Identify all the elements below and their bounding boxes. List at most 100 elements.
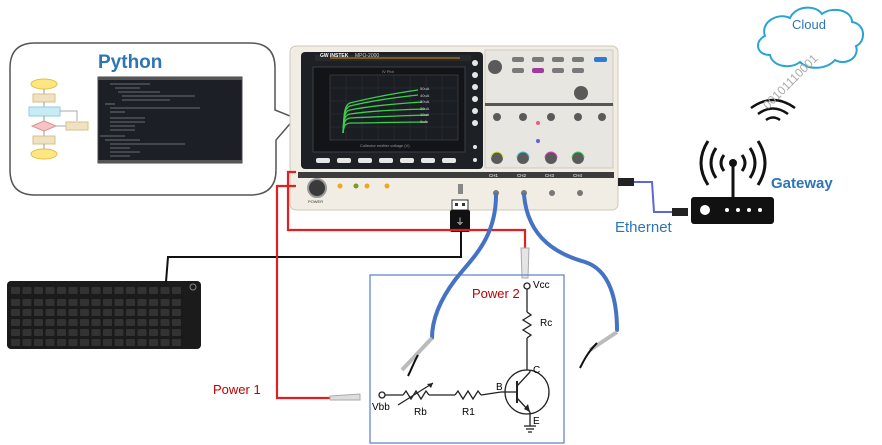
keyboard-key	[160, 319, 170, 326]
keyboard-key	[11, 339, 20, 346]
keyboard-key	[126, 339, 135, 346]
keyboard-key	[34, 309, 43, 316]
curve-label: 30uA	[420, 99, 430, 105]
curve-label: 50uA	[420, 86, 430, 91]
keyboard-icon	[7, 281, 201, 349]
screen-title: IV Plot	[382, 69, 394, 74]
keyboard-key	[34, 329, 43, 336]
cloud-label: Cloud	[792, 17, 826, 32]
keyboard-key	[103, 339, 112, 346]
keyboard-key	[137, 309, 147, 316]
keyboard-key	[80, 287, 89, 294]
keyboard-key	[68, 287, 78, 294]
keyboard-key	[103, 309, 112, 316]
keyboard-key	[68, 339, 78, 346]
keyboard-key	[68, 319, 78, 326]
keyboard-key	[34, 299, 43, 306]
keyboard-key	[22, 339, 32, 346]
keyboard-key	[114, 299, 124, 306]
keyboard-key	[80, 329, 89, 336]
wifi-signal-icon	[750, 98, 796, 122]
keyboard-key	[22, 319, 32, 326]
keyboard-key	[34, 339, 43, 346]
keyboard-key	[103, 299, 112, 306]
keyboard-key	[91, 329, 101, 336]
keyboard-key	[149, 299, 158, 306]
keyboard-key	[11, 319, 20, 326]
keyboard-key	[91, 299, 101, 306]
probe-tip-ch2	[579, 330, 619, 369]
flowchart-icon	[28, 78, 89, 160]
keyboard-key	[160, 287, 170, 294]
keyboard-key	[80, 299, 89, 306]
base-label: B	[496, 382, 503, 393]
keyboard-key	[160, 329, 170, 336]
channel-label-ch2: CH2	[517, 173, 527, 178]
keyboard-key	[172, 309, 181, 316]
keyboard-key	[103, 319, 112, 326]
keyboard-key	[45, 309, 55, 316]
keyboard-key	[114, 339, 124, 346]
keyboard-key	[57, 329, 66, 336]
keyboard-key	[80, 339, 89, 346]
power-button-label[interactable]: POWER	[308, 199, 324, 204]
keyboard-key	[114, 319, 124, 326]
gateway-label: Gateway	[771, 175, 833, 192]
keyboard-key	[172, 329, 181, 336]
keyboard-key	[149, 329, 158, 336]
keyboard-key	[114, 287, 124, 294]
keyboard-key	[149, 309, 158, 316]
keyboard-key	[68, 309, 78, 316]
channel-label-ch4: CH4	[573, 173, 583, 178]
iv-curves	[342, 89, 429, 134]
python-title: Python	[98, 52, 163, 73]
curve-label: 40uA	[420, 92, 430, 98]
svg-text:⏚: ⏚	[455, 217, 464, 227]
keyboard-key	[57, 299, 66, 306]
ethernet-cable	[618, 178, 688, 216]
keyboard-key	[80, 319, 89, 326]
code-editor-window	[97, 76, 243, 164]
keyboard-key	[91, 319, 101, 326]
keyboard-key	[137, 287, 147, 294]
gateway-router-icon	[691, 140, 774, 224]
keyboard-key	[149, 319, 158, 326]
keyboard-key	[34, 287, 43, 294]
keyboard-key	[114, 329, 124, 336]
keyboard-key	[45, 339, 55, 346]
vcc-label: Vcc	[533, 280, 550, 291]
oscilloscope	[289, 45, 619, 211]
curve-label: 20uA	[420, 105, 430, 111]
keyboard-key	[22, 309, 32, 316]
keyboard-key	[137, 299, 147, 306]
keyboard-key	[57, 339, 66, 346]
keyboard-key	[114, 309, 124, 316]
keyboard-key	[149, 287, 158, 294]
keyboard-key	[45, 329, 55, 336]
keyboard-key	[126, 319, 135, 326]
keyboard-key	[68, 329, 78, 336]
keyboard-key	[172, 299, 181, 306]
keyboard-key	[22, 329, 32, 336]
keyboard-key	[126, 329, 135, 336]
keyboard-key	[126, 299, 135, 306]
keyboard-key	[11, 287, 20, 294]
channel-label-ch3: CH3	[545, 173, 555, 178]
r1-label: R1	[462, 407, 475, 418]
power2-label: Power 2	[472, 286, 520, 301]
keyboard-key	[172, 287, 181, 294]
keyboard-key	[57, 287, 66, 294]
keyboard-key	[22, 287, 32, 294]
keyboard-key	[91, 339, 101, 346]
keyboard-key	[126, 287, 135, 294]
scope-brand: GW INSTEK	[320, 53, 349, 59]
probe-cables	[430, 193, 619, 340]
keyboard-key	[68, 299, 78, 306]
keyboard-key	[45, 287, 55, 294]
keyboard-key	[160, 339, 170, 346]
keyboard-key	[137, 339, 147, 346]
curve-label: 0uA	[420, 118, 428, 124]
keyboard-key	[11, 329, 20, 336]
keyboard-key	[137, 329, 147, 336]
keyboard-key	[172, 319, 181, 326]
